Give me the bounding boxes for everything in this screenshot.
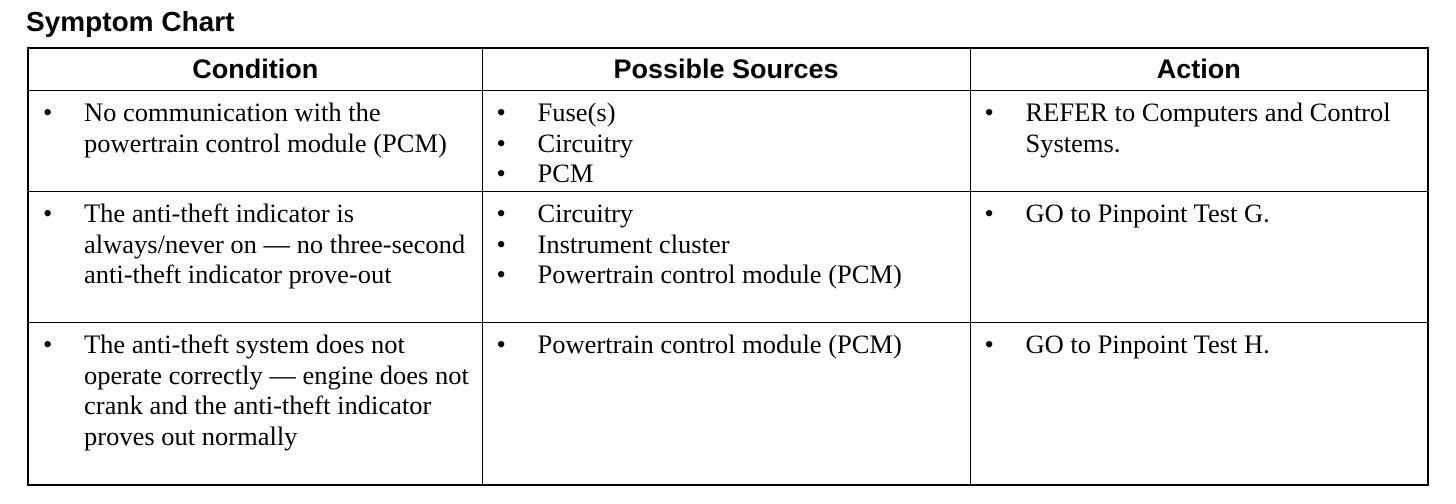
condition-cell: The anti-theft indicator is always/never… bbox=[27, 191, 483, 323]
source-item: Powertrain control module (PCM) bbox=[497, 329, 966, 360]
action-text: GO to Pinpoint Test H. bbox=[985, 329, 1424, 360]
source-item: Circuitry bbox=[497, 198, 966, 229]
sources-cell: Circuitry Instrument cluster Powertrain … bbox=[481, 191, 971, 323]
table-header-row: Condition Possible Sources Action bbox=[27, 47, 1429, 91]
table-row: The anti-theft indicator is always/never… bbox=[27, 191, 1429, 323]
condition-text: The anti-theft system does not operate c… bbox=[43, 329, 478, 451]
action-cell: REFER to Computers and Control Systems. bbox=[969, 90, 1429, 192]
condition-text: The anti-theft indicator is always/never… bbox=[43, 198, 478, 290]
action-cell: GO to Pinpoint Test G. bbox=[969, 191, 1429, 323]
source-item: Circuitry bbox=[497, 128, 966, 159]
column-header-action: Action bbox=[969, 47, 1429, 91]
symptom-table: Condition Possible Sources Action No com… bbox=[27, 47, 1429, 486]
table-row: The anti-theft system does not operate c… bbox=[27, 322, 1429, 486]
action-text: REFER to Computers and Control Systems. bbox=[985, 97, 1424, 158]
source-item: Powertrain control module (PCM) bbox=[497, 259, 966, 290]
condition-cell: No communication with the powertrain con… bbox=[27, 90, 483, 192]
condition-text: No communication with the powertrain con… bbox=[43, 97, 478, 158]
page-title: Symptom Chart bbox=[26, 6, 235, 37]
sources-cell: Powertrain control module (PCM) bbox=[481, 322, 971, 486]
action-text: GO to Pinpoint Test G. bbox=[985, 198, 1424, 229]
source-item: Fuse(s) bbox=[497, 97, 966, 128]
source-item: PCM bbox=[497, 158, 966, 189]
column-header-condition: Condition bbox=[27, 47, 483, 91]
sources-cell: Fuse(s) Circuitry PCM bbox=[481, 90, 971, 192]
table-row: No communication with the powertrain con… bbox=[27, 90, 1429, 192]
source-item: Instrument cluster bbox=[497, 229, 966, 260]
column-header-possible-sources: Possible Sources bbox=[481, 47, 971, 91]
action-cell: GO to Pinpoint Test H. bbox=[969, 322, 1429, 486]
condition-cell: The anti-theft system does not operate c… bbox=[27, 322, 483, 486]
